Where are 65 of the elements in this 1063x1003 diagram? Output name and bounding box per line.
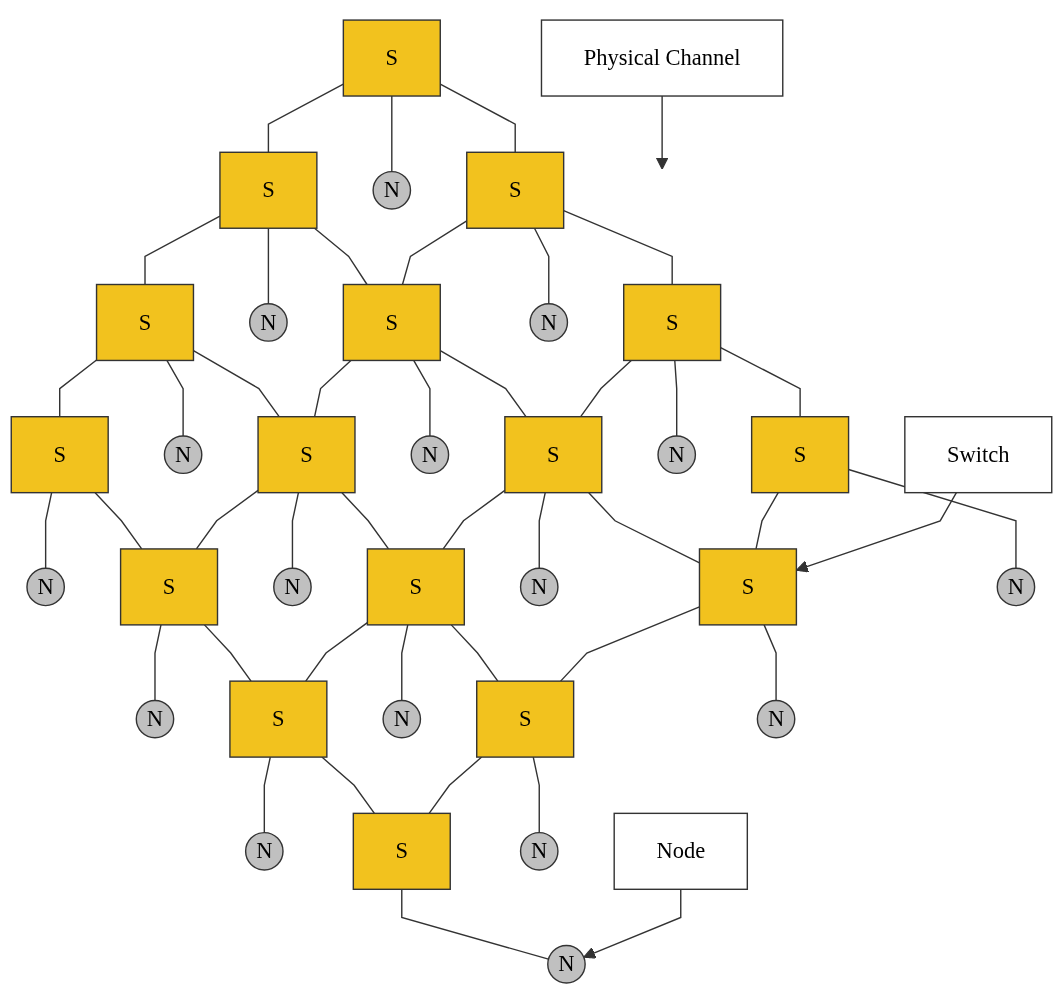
node-box: Switch — [904, 416, 1053, 494]
node-circle: N — [372, 170, 412, 210]
node-box: S — [95, 283, 195, 362]
connector — [203, 624, 252, 682]
node-box: S — [219, 151, 318, 229]
node-box: S — [257, 416, 356, 494]
node-circle: N — [756, 699, 796, 739]
connector — [413, 359, 431, 437]
node-box: S — [229, 680, 328, 758]
connector — [450, 624, 499, 682]
node-box: S — [366, 548, 465, 626]
node-circle: N — [996, 567, 1036, 607]
node-circle: N — [244, 831, 284, 871]
node-circle: N — [519, 831, 559, 871]
connector — [267, 227, 270, 305]
node-box: S — [476, 680, 575, 758]
connector — [263, 756, 271, 834]
node-circle: N — [382, 699, 422, 739]
node-circle: N — [163, 435, 203, 475]
connector — [401, 624, 409, 702]
connector — [755, 491, 779, 550]
arrow — [655, 95, 669, 170]
node-box: S — [504, 416, 603, 494]
node-box: S — [352, 812, 451, 890]
node-circle: N — [273, 567, 312, 607]
connector — [428, 756, 483, 815]
node-box: S — [698, 548, 798, 626]
node-circle: N — [547, 944, 586, 984]
connector — [195, 489, 259, 550]
node-box: S — [466, 151, 565, 229]
connector — [313, 227, 368, 286]
node-circle: N — [529, 303, 569, 342]
connector — [44, 491, 53, 569]
node-circle: N — [657, 435, 697, 475]
connector — [538, 491, 546, 569]
node-box: S — [119, 548, 219, 626]
node-box: S — [10, 416, 109, 494]
connector — [291, 491, 300, 569]
node-box: Node — [613, 812, 749, 890]
node-circle: N — [410, 435, 450, 475]
node-circle: N — [519, 567, 559, 607]
connector — [579, 359, 632, 418]
connector — [533, 227, 550, 305]
node-box: S — [623, 283, 722, 362]
arrow — [583, 888, 682, 959]
node-circle: N — [135, 699, 175, 739]
connector — [166, 359, 184, 437]
connector — [59, 359, 98, 418]
connector — [391, 95, 393, 173]
node-circle: N — [249, 303, 288, 342]
connector — [305, 621, 369, 682]
node-box: S — [750, 416, 850, 494]
node-box: S — [342, 283, 441, 362]
connector — [94, 491, 143, 550]
connector — [313, 359, 352, 418]
connector — [154, 624, 162, 702]
node-box: Physical Channel — [540, 19, 784, 97]
node-box: S — [342, 19, 441, 97]
connector — [442, 489, 506, 550]
node-circle: N — [26, 567, 66, 607]
connector — [321, 756, 376, 815]
connector — [763, 624, 777, 702]
connector — [532, 756, 540, 834]
connector — [341, 491, 390, 550]
connector — [674, 359, 678, 437]
